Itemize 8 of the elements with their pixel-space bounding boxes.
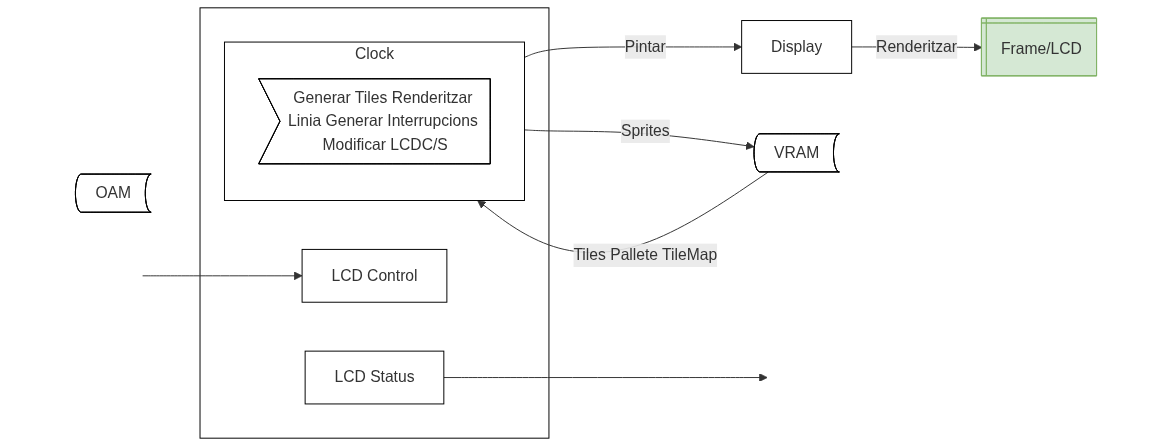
node-box: LCD Status [304,350,444,405]
edge-label: Sprites [620,122,670,140]
node-box: LCD Control [301,248,447,303]
edge-label: Renderitzar [875,38,957,55]
node-box: Display [740,20,852,74]
cluster [199,7,549,439]
edge-label: Tiles Pallete TileMap [572,246,717,264]
edge-label: Pintar [624,38,666,55]
